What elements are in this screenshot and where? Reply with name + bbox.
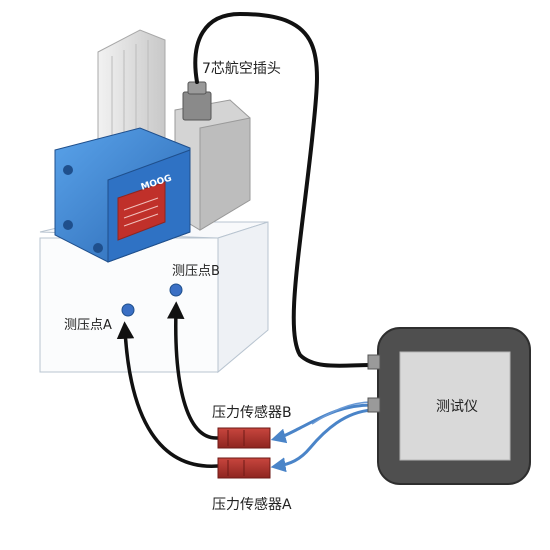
test-point-b-label: 测压点B [172,264,220,279]
tester-label: 测试仪 [436,399,478,415]
sensor-b-label: 压力传感器B [212,405,292,421]
tester-device [367,327,531,485]
sensor-cable-b [270,403,373,444]
arrow-sensor-a-to-point-a [116,321,219,468]
test-point-a-dot [121,303,135,317]
tester-port-bottom [367,397,381,413]
servo-valve [54,29,251,263]
test-point-a-label: 测压点A [64,318,112,333]
tester-port-top [367,354,381,370]
sensor-a-label: 压力传感器A [212,497,292,513]
sensor-cable-a [270,408,373,473]
test-point-b-dot [169,283,183,297]
connector-label: 7芯航空插头 [202,61,281,77]
signal-cable [193,11,372,368]
arrow-sensor-b-to-point-b [167,301,219,440]
pressure-sensor-a [217,457,271,479]
pressure-sensor-b [217,427,271,449]
